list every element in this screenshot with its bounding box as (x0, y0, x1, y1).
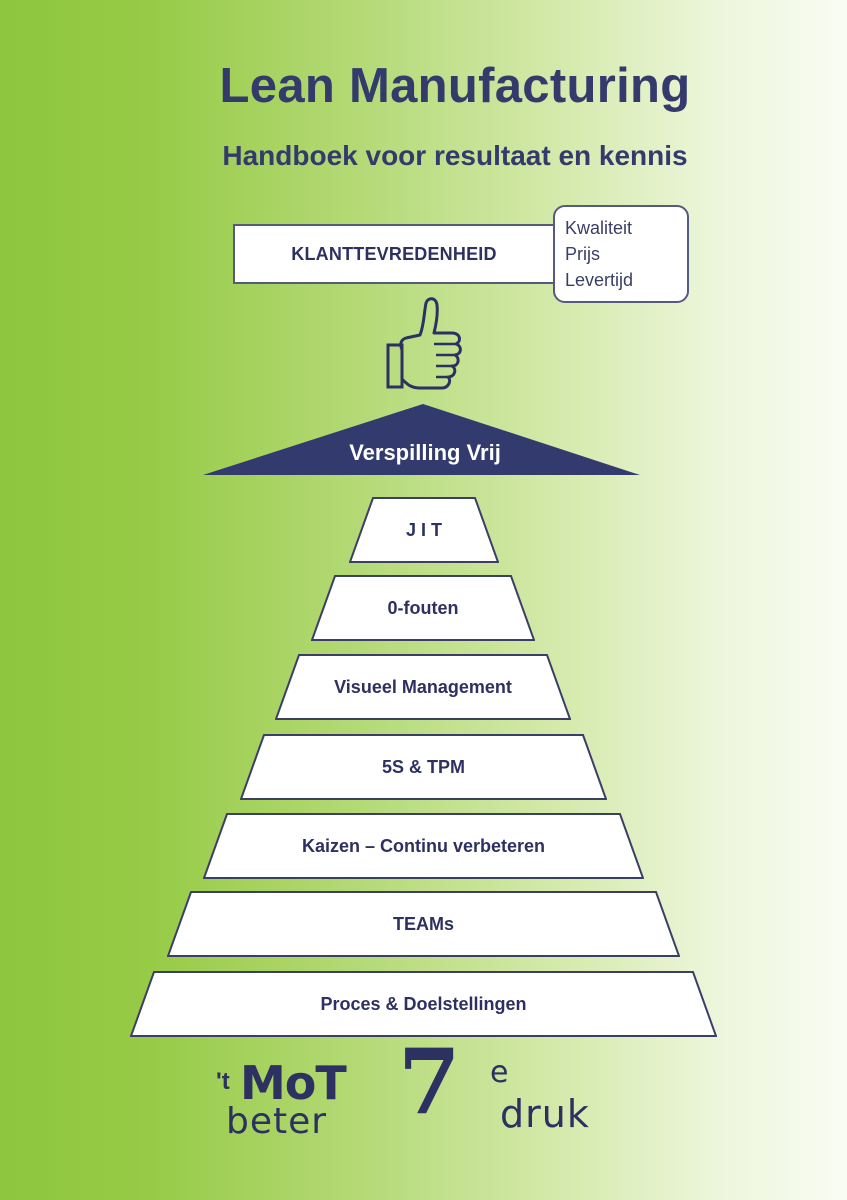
pyramid-tier-zero-defects: 0-fouten (311, 575, 535, 641)
criteria-quality: Kwaliteit (565, 218, 633, 238)
edition-word: druk (500, 1092, 590, 1136)
tier-label: Proces & Doelstellingen (320, 993, 527, 1014)
edition-suffix: e (490, 1055, 509, 1090)
publisher-tagline: beter (226, 1101, 328, 1142)
customer-satisfaction-label: KLANTTEVREDENHEID (291, 243, 497, 264)
publisher-prefix: 't (216, 1068, 230, 1095)
publisher-logo: 't MoT beter (212, 1056, 392, 1142)
pyramid-tier-process-goals: Proces & Doelstellingen (130, 971, 717, 1037)
edition-number: 7 (398, 1029, 461, 1135)
pyramid-tier-kaizen: Kaizen – Continu verbeteren (203, 813, 644, 879)
pyramid-tier-visual-management: Visueel Management (275, 654, 571, 720)
pyramid-tier-5s-tpm: 5S & TPM (240, 734, 607, 800)
tier-label: J I T (405, 519, 442, 540)
thumbs-up-icon (386, 297, 462, 390)
roof-label: Verspilling Vrij (349, 440, 501, 465)
criteria-box: Kwaliteit Prijs Levertijd (553, 205, 689, 303)
cover-title: Lean Manufacturing (219, 59, 691, 113)
tier-label: Visueel Management (334, 676, 512, 697)
customer-satisfaction-box: KLANTTEVREDENHEID (233, 224, 555, 284)
tier-label: Kaizen – Continu verbeteren (301, 835, 546, 856)
criteria-lead-time: Levertijd (565, 270, 634, 290)
pyramid-tier-teams: TEAMs (167, 891, 680, 957)
tier-label: 0-fouten (387, 597, 459, 618)
tier-label: 5S & TPM (381, 756, 465, 777)
pyramid-tier-jit: J I T (349, 497, 499, 563)
cover-subtitle: Handboek voor resultaat en kennis (222, 140, 688, 171)
criteria-price: Prijs (565, 244, 600, 264)
publisher-name: MoT (240, 1056, 347, 1110)
tier-label: TEAMs (392, 913, 454, 934)
